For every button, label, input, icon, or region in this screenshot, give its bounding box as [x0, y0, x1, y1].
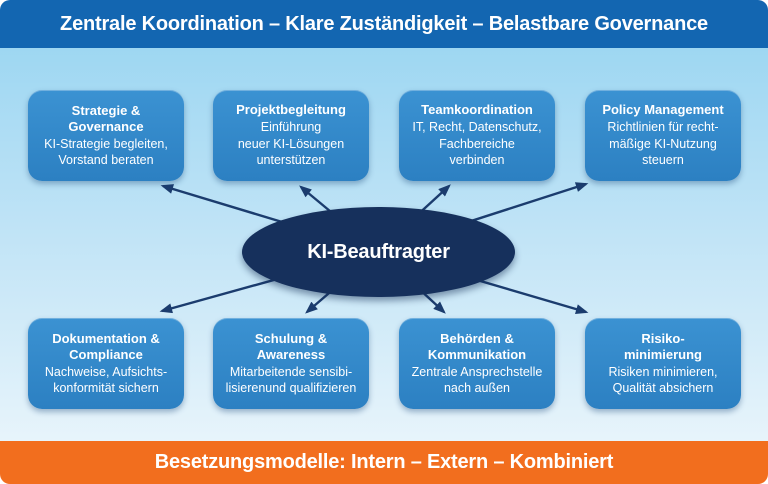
center-node-label: KI-Beauftragter [307, 240, 450, 263]
node-projektbegleitung: Projektbegleitung Einführung neuer KI-Lö… [213, 90, 369, 181]
node-body: Richtlinien für recht- mäßige KI-Nutzung… [607, 120, 719, 168]
node-schulung-awareness: Schulung & Awareness Mitarbeitende sensi… [213, 318, 369, 409]
bottom-banner-title: Besetzungsmodelle: Intern – Extern – Kom… [154, 451, 614, 473]
node-body: KI-Strategie begleiten, Vorstand beraten [44, 136, 168, 168]
node-dokumentation-compliance: Dokumentation & Compliance Nachweise, Au… [28, 318, 184, 409]
node-body: IT, Recht, Datenschutz, Fachbereiche ver… [412, 120, 542, 168]
node-title: Behörden & Kommunikation [427, 330, 527, 362]
diagram-area: Strategie & Governance KI-Strategie begl… [0, 48, 768, 441]
node-body: Zentrale Ansprechstelle nach außen [411, 364, 543, 396]
bottom-banner: Besetzungsmodelle: Intern – Extern – Kom… [0, 441, 768, 484]
node-strategie-governance: Strategie & Governance KI-Strategie begl… [28, 90, 184, 181]
node-teamkoordination: Teamkoordination IT, Recht, Datenschutz,… [399, 90, 555, 181]
node-body: Risiken minimieren, Qualität absichern [608, 364, 718, 396]
center-node-ki-beauftragter: KI-Beauftragter [242, 207, 515, 297]
node-title: Policy Management [602, 102, 724, 118]
node-title: Schulung & Awareness [254, 330, 328, 362]
node-title: Strategie & Governance [68, 102, 144, 134]
node-body: Nachweise, Aufsichts- konformität sicher… [44, 364, 168, 396]
node-title: Teamkoordination [421, 102, 533, 118]
node-body: Mitarbeitende sensibi- lisierenund quali… [225, 364, 357, 396]
top-banner: Zentrale Koordination – Klare Zuständigk… [0, 0, 768, 48]
node-policy-management: Policy Management Richtlinien für recht-… [585, 90, 741, 181]
node-behoerden-kommunikation: Behörden & Kommunikation Zentrale Anspre… [399, 318, 555, 409]
node-title: Projektbegleitung [236, 102, 346, 118]
node-title: Dokumentation & Compliance [52, 330, 160, 362]
top-banner-title: Zentrale Koordination – Klare Zuständigk… [60, 12, 708, 35]
node-title: Risiko- minimierung [623, 330, 702, 362]
node-body: Einführung neuer KI-Lösungen unterstütze… [237, 120, 345, 168]
node-risikominimierung: Risiko- minimierung Risiken minimieren, … [585, 318, 741, 409]
